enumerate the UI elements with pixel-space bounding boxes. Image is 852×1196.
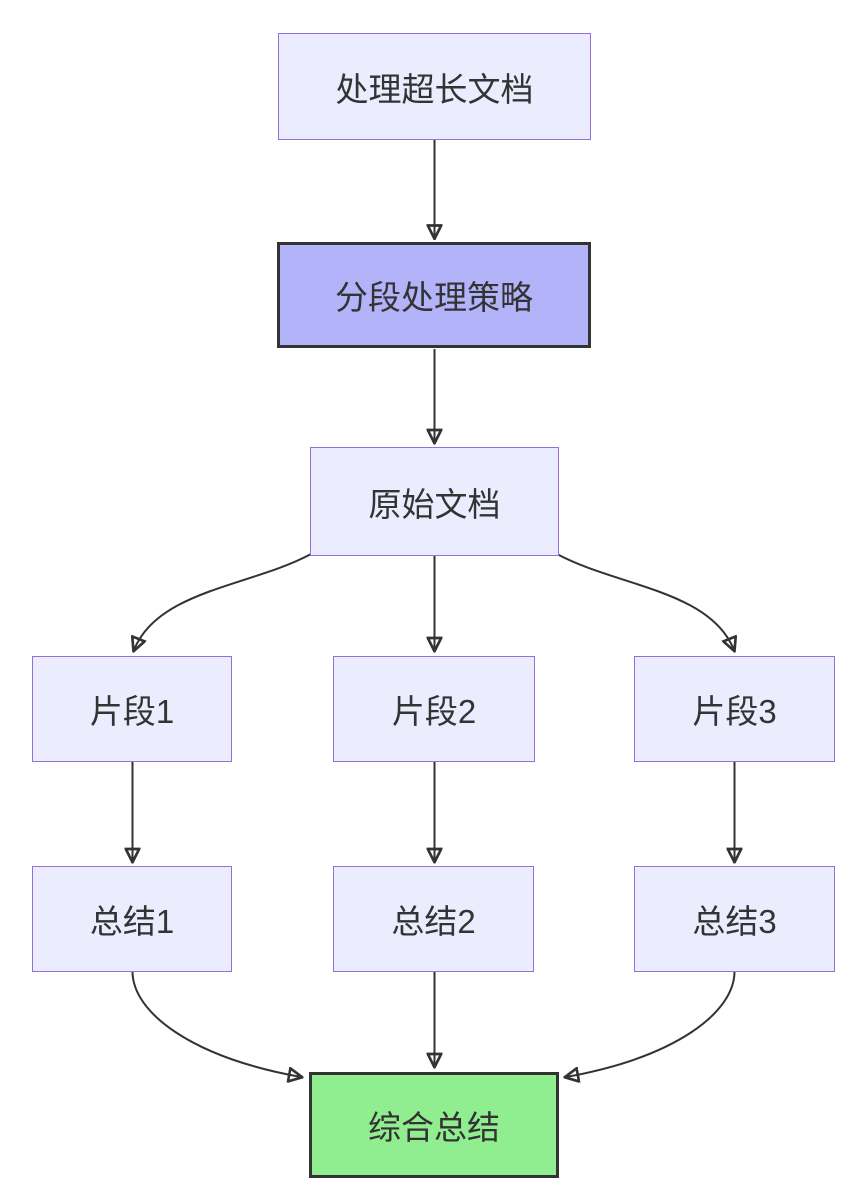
- edge-C-D3: [556, 553, 734, 650]
- edge-C-D1: [134, 553, 312, 650]
- edge-S3-F: [566, 971, 736, 1077]
- node-summary-2: 总结2: [333, 866, 534, 972]
- node-summary-1: 总结1: [32, 866, 232, 972]
- node-fragment-1: 片段1: [32, 656, 232, 762]
- node-fragment-2: 片段2: [333, 656, 535, 762]
- node-summary-3: 总结3: [634, 866, 835, 972]
- node-process-long-doc: 处理超长文档: [278, 33, 591, 140]
- edge-S1-F: [131, 971, 302, 1077]
- node-original-document: 原始文档: [310, 447, 559, 556]
- node-fragment-3: 片段3: [634, 656, 835, 762]
- node-segment-strategy: 分段处理策略: [277, 242, 591, 348]
- node-combined-summary: 综合总结: [309, 1072, 559, 1178]
